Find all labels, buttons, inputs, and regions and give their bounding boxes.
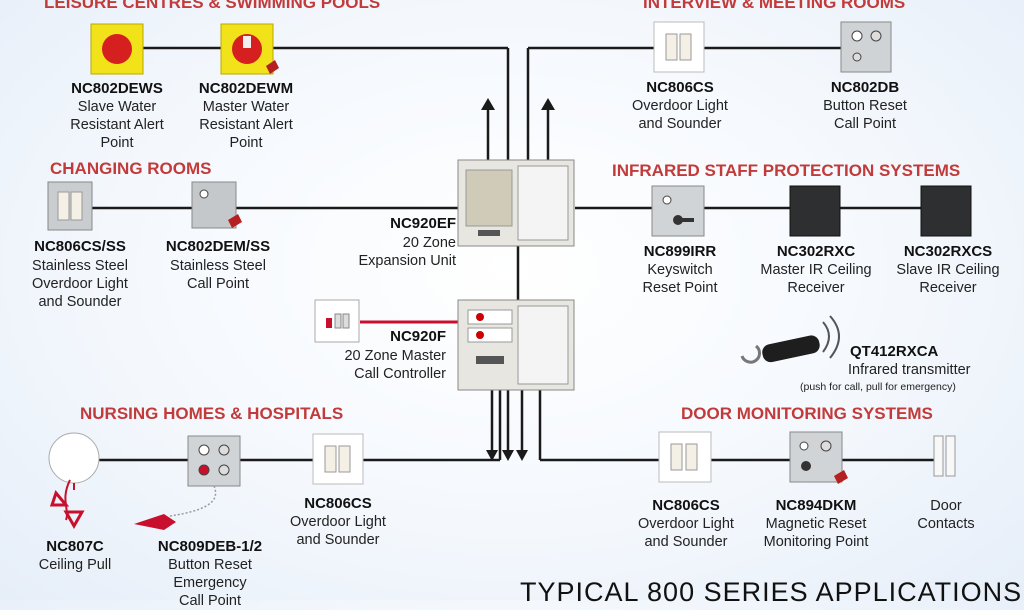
label-nc920f-desc: 20 Zone Master Call Controller (344, 348, 446, 382)
footer-title: TYPICAL 800 SERIES APPLICATIONS (520, 577, 1023, 607)
label-nc899irr-desc: Keyswitch Reset Point (642, 262, 718, 296)
nc806cs-nursing-device (312, 433, 364, 485)
label-nc809deb-desc: Button Reset Emergency Call Point (168, 557, 252, 609)
label-nc302rxc-desc: Master IR Ceiling Receiver (760, 262, 872, 296)
label-nc920ef-desc: 20 Zone Expansion Unit (358, 235, 456, 269)
label-nc802dews-desc: Slave Water Resistant Alert Point (70, 99, 164, 151)
label-nc899irr-code: NC899IRR (643, 243, 717, 260)
nc806css-device (47, 181, 93, 231)
nc802dews-device (90, 23, 144, 75)
label-nc894dkm-desc: Magnetic Reset Monitoring Point (763, 516, 869, 550)
label-nc302rxcs-code: NC302RXCS (903, 243, 993, 260)
label-nc920ef-code: NC920EF (390, 215, 456, 232)
label-nc807c-code: NC807C (46, 538, 104, 555)
nc899irr-device (651, 185, 705, 237)
label-door-contacts: Door Contacts (917, 498, 975, 532)
door-contacts-device (933, 435, 956, 477)
label-nc894dkm-code: NC894DKM (775, 497, 857, 514)
label-nc806cs-nursing-code: NC806CS (304, 495, 372, 512)
label-nc802dewm-code: NC802DEWM (198, 80, 294, 97)
nc806cs-interview-device (653, 21, 705, 73)
label-nc802demss-code: NC802DEM/SS (165, 238, 271, 255)
label-nc806cs-door-desc: Overdoor Light and Sounder (638, 516, 734, 550)
nc809deb-device (134, 435, 241, 530)
label-nc806css-code: NC806CS/SS (34, 238, 126, 255)
label-nc802db-code: NC802DB (830, 79, 900, 96)
controller-plug-device (314, 299, 360, 343)
label-nc806cs-door-code: NC806CS (652, 497, 720, 514)
heading-infrared: INFRARED STAFF PROTECTION SYSTEMS (612, 161, 961, 180)
label-nc806cs-nursing-desc: Overdoor Light and Sounder (290, 514, 386, 548)
nc802db-device (840, 21, 892, 73)
heading-door: DOOR MONITORING SYSTEMS (681, 404, 933, 423)
label-nc802dews-code: NC802DEWS (71, 80, 163, 97)
label-nc920f-code: NC920F (390, 328, 446, 345)
nc302rxc-device (789, 185, 841, 237)
nc302rxcs-device (920, 185, 972, 237)
label-nc802demss-desc: Stainless Steel Call Point (170, 258, 266, 292)
label-nc806css-desc: Stainless Steel Overdoor Light and Sound… (32, 258, 128, 310)
nc806cs-door-device (658, 431, 712, 483)
label-nc802db-desc: Button Reset Call Point (823, 98, 907, 132)
qt412rxca-transmitter (740, 315, 840, 364)
nc920ef-panel (457, 159, 575, 247)
label-qt412rxca-code: QT412RXCA (850, 343, 939, 360)
label-qt412rxca-note: (push for call, pull for emergency) (800, 381, 956, 393)
arrows (481, 98, 555, 461)
label-nc809deb-code: NC809DEB-1/2 (157, 538, 263, 555)
nc807c-device (48, 432, 100, 530)
nc920f-panel (457, 299, 575, 391)
heading-nursing: NURSING HOMES & HOSPITALS (80, 404, 344, 423)
label-nc802dewm-desc: Master Water Resistant Alert Point (199, 99, 293, 151)
nc894dkm-device (789, 431, 848, 484)
label-nc302rxc-code: NC302RXC (776, 243, 856, 260)
nc802demss-device (191, 181, 242, 229)
label-qt412rxca-desc: Infrared transmitter (848, 362, 971, 378)
heading-changing: CHANGING ROOMS (50, 159, 212, 178)
label-nc806cs-interview-code: NC806CS (646, 79, 714, 96)
nc802dewm-device (220, 23, 279, 75)
heading-interview: INTERVIEW & MEETING ROOMS (643, 0, 906, 12)
label-nc302rxcs-desc: Slave IR Ceiling Receiver (896, 262, 1000, 296)
heading-leisure: LEISURE CENTRES & SWIMMING POOLS (44, 0, 381, 12)
label-nc807c-desc: Ceiling Pull (38, 557, 112, 573)
label-nc806cs-interview-desc: Overdoor Light and Sounder (632, 98, 728, 132)
